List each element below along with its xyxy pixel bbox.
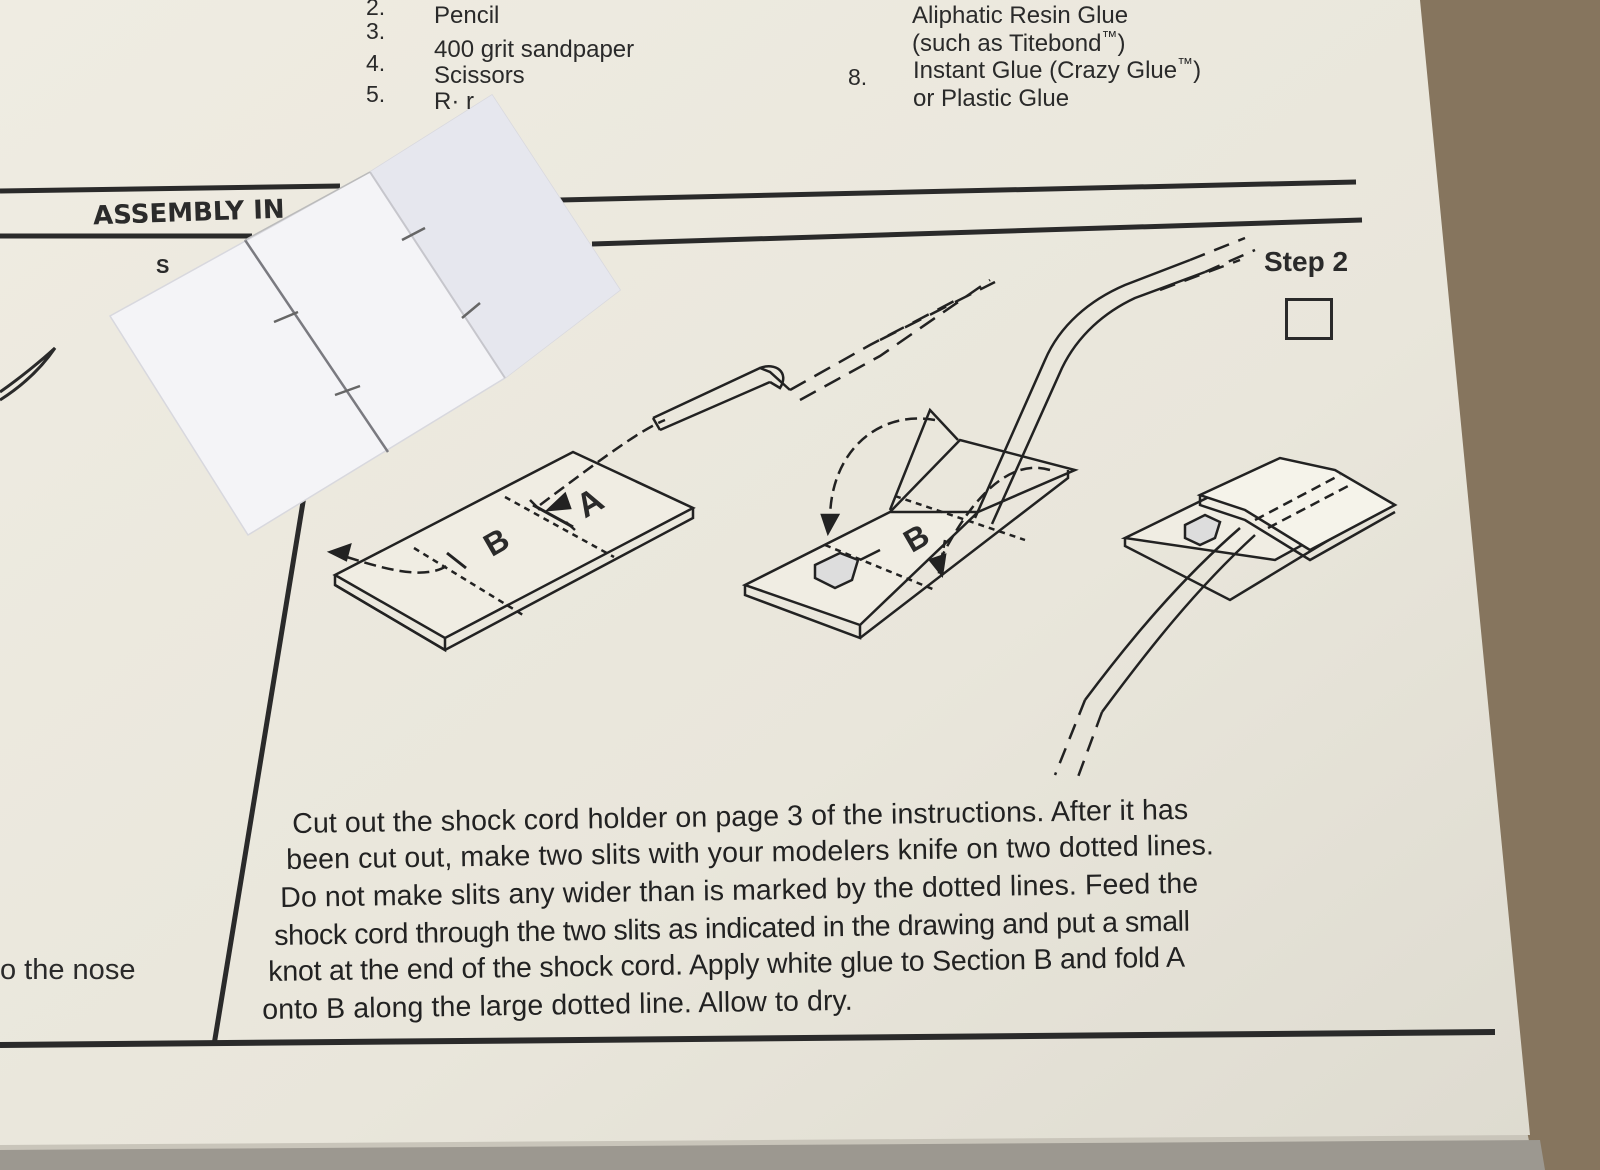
diagram-panel-3: [1053, 456, 1398, 786]
side-text-fragment: o the nose: [0, 954, 136, 986]
list-number: 5.: [366, 81, 386, 107]
list-item-label: Pencil: [434, 2, 500, 29]
rule-bottom: [0, 1029, 1496, 1048]
diagram-panel-1: [326, 278, 996, 653]
list-number: 4.: [366, 50, 386, 76]
glue-item-line1: Aliphatic Resin Glue: [912, 2, 1129, 29]
partial-nose-drawing: [0, 346, 57, 402]
list-item-label: Scissors: [434, 62, 525, 89]
side-heading-fragment: S: [156, 256, 170, 278]
list-number: 2.: [366, 0, 386, 20]
rule-top-left: [0, 183, 341, 194]
rule-vertical: [211, 489, 308, 1046]
list-item-label: R· r: [434, 88, 474, 115]
instant-glue-item: Instant Glue (Crazy Glue™): [913, 56, 1202, 84]
rule-second: [591, 217, 1363, 247]
diagram-panel-2: [741, 236, 1256, 640]
glue-item-line2: (such as Titebond™): [912, 29, 1126, 57]
list-number: 3.: [366, 18, 386, 44]
step-checkbox[interactable]: [1285, 298, 1333, 340]
cutout-paper-piece: [108, 93, 622, 537]
plastic-glue-item: or Plastic Glue: [913, 85, 1070, 112]
rule-top: [559, 179, 1357, 203]
list-number: 8.: [848, 64, 868, 90]
list-item-label: 400 grit sandpaper: [434, 36, 635, 63]
step-label: Step 2: [1264, 246, 1349, 277]
